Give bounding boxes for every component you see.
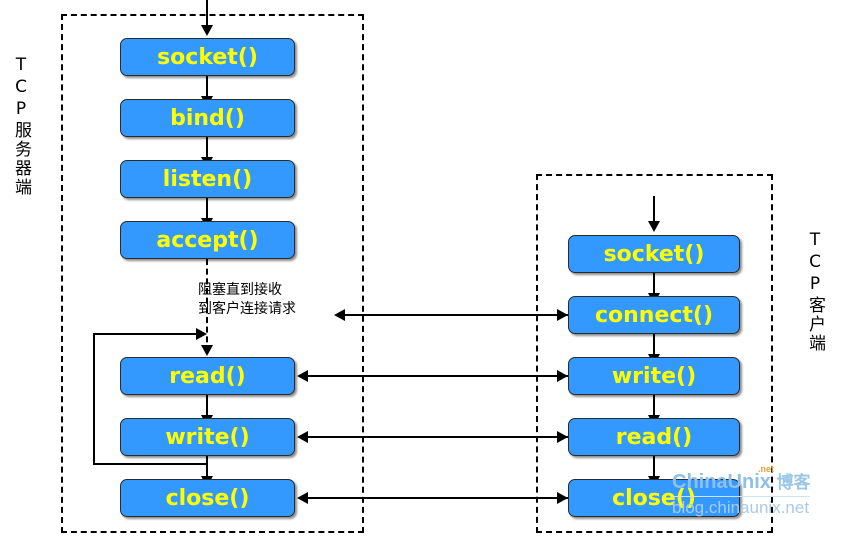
- server-step-bind[interactable]: bind(): [120, 99, 295, 137]
- data-transfer-line-write-read: [303, 436, 568, 438]
- server-entry-arrowhead: [201, 25, 213, 36]
- close-connection-arrowhead-left: [297, 492, 308, 504]
- client-link-socket-connect: [653, 273, 655, 295]
- client-side-label: TCP客户端: [805, 230, 825, 353]
- server-step-write[interactable]: write(): [120, 418, 295, 456]
- server-step-socket[interactable]: socket(): [120, 38, 295, 76]
- server-loop-left-segment: [93, 333, 95, 464]
- server-step-listen[interactable]: listen(): [120, 160, 295, 198]
- server-step-read[interactable]: read(): [120, 357, 295, 395]
- server-blocking-dashed-line: [206, 259, 208, 352]
- connection-request-arrowhead-right: [557, 309, 568, 321]
- server-blocking-arrowhead: [201, 345, 213, 356]
- client-step-connect[interactable]: connect(): [568, 296, 740, 334]
- server-group-boundary: [61, 14, 364, 533]
- data-transfer-arrowhead-right-1: [557, 370, 568, 382]
- server-link-read-write: [206, 395, 208, 417]
- client-step-write[interactable]: write(): [568, 357, 740, 395]
- client-group-boundary: [536, 174, 773, 533]
- server-link-bind-listen: [206, 137, 208, 159]
- blocking-note-text: 阻塞直到接收 到客户连接请求: [198, 282, 296, 317]
- client-entry-line: [653, 196, 655, 222]
- server-side-label: TCP服务器端: [11, 55, 31, 197]
- server-step-close[interactable]: close(): [120, 479, 295, 517]
- data-transfer-arrowhead-left-2: [297, 431, 308, 443]
- data-transfer-line-read-write: [303, 375, 568, 377]
- data-transfer-arrowhead-right-2: [557, 431, 568, 443]
- server-loop-arrowhead: [196, 328, 207, 340]
- client-step-read[interactable]: read(): [568, 418, 740, 456]
- data-transfer-arrowhead-left-1: [297, 370, 308, 382]
- client-step-socket[interactable]: socket(): [568, 235, 740, 273]
- server-link-socket-bind: [206, 76, 208, 98]
- server-entry-line: [206, 0, 208, 26]
- server-link-listen-accept: [206, 198, 208, 220]
- client-link-read-close: [653, 456, 655, 478]
- server-loop-bottom-segment: [93, 463, 207, 465]
- close-connection-arrowhead-right: [557, 492, 568, 504]
- server-loop-top-segment: [93, 333, 201, 335]
- close-connection-line: [303, 497, 568, 499]
- watermark-blog-text: 博客: [776, 473, 811, 493]
- connection-request-arrowhead-left: [334, 309, 345, 321]
- client-link-write-read: [653, 395, 655, 417]
- server-link-write-close: [206, 456, 208, 478]
- server-step-accept[interactable]: accept(): [120, 221, 295, 259]
- client-link-connect-write: [653, 334, 655, 356]
- client-entry-arrowhead: [648, 221, 660, 232]
- client-step-close[interactable]: close(): [568, 479, 740, 517]
- connection-request-line: [340, 314, 568, 316]
